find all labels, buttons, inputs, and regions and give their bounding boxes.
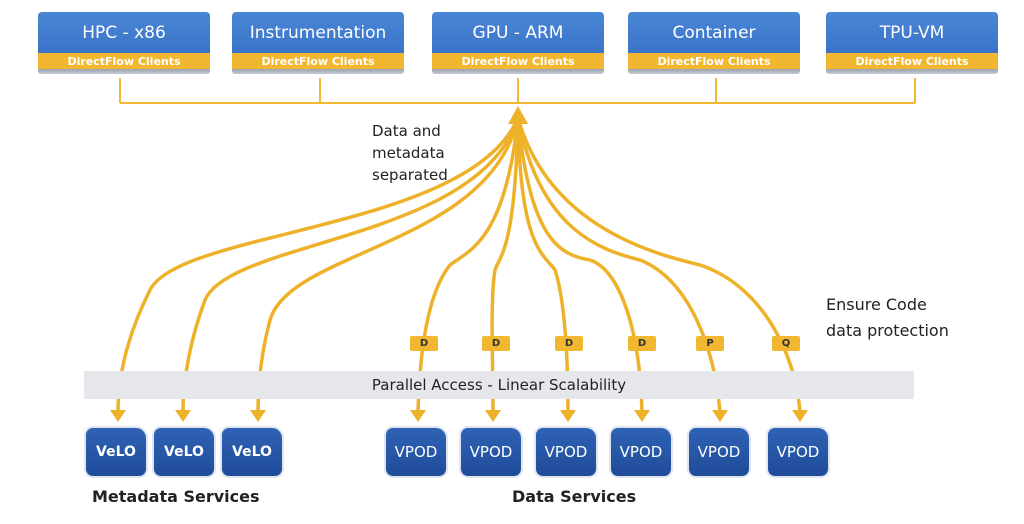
flow-line-vpod-5 [516, 116, 722, 414]
tag-p: P [696, 336, 724, 351]
arrowhead-icon [634, 410, 650, 422]
annotation-line: Data and [372, 122, 441, 140]
client-base [432, 69, 604, 74]
client-base [628, 69, 800, 74]
client-subtitle: DirectFlow Clients [628, 53, 800, 69]
arrowhead-icon [175, 410, 191, 422]
flow-line-vpod-6 [516, 116, 802, 414]
arrowhead-icon [250, 410, 266, 422]
client-instrumentation: Instrumentation DirectFlow Clients [232, 12, 404, 76]
client-title: HPC - x86 [38, 12, 210, 53]
client-tpu-vm: TPU-VM DirectFlow Clients [826, 12, 998, 76]
annotation-line: separated [372, 166, 448, 184]
client-title: Instrumentation [232, 12, 404, 53]
client-title: GPU - ARM [432, 12, 604, 53]
tag-d: D [628, 336, 656, 351]
client-title: Container [628, 12, 800, 53]
tag-d: D [410, 336, 438, 351]
arrowhead-icon [485, 410, 501, 422]
data-services-label: Data Services [512, 487, 637, 506]
client-subtitle: DirectFlow Clients [232, 53, 404, 69]
client-hpc-x86: HPC - x86 DirectFlow Clients [38, 12, 210, 76]
velo-node: VeLO [222, 428, 282, 476]
velo-node: VeLO [86, 428, 146, 476]
client-gpu-arm: GPU - ARM DirectFlow Clients [432, 12, 604, 76]
flow-line-vpod-3 [516, 116, 570, 414]
flow-line-velo-2 [181, 116, 520, 414]
flow-line-velo-1 [116, 116, 520, 414]
vpod-node: VPOD [689, 428, 749, 476]
flow-line-vpod-2 [490, 116, 520, 414]
client-base [232, 69, 404, 74]
vpod-node: VPOD [386, 428, 446, 476]
annotation-line: Ensure Code [826, 295, 927, 314]
arrowhead-icon [110, 410, 126, 422]
vpod-node: VPOD [611, 428, 671, 476]
arrowhead-icon [712, 410, 728, 422]
arrowhead-icon [410, 410, 426, 422]
arrowhead-icon [792, 410, 808, 422]
vpod-node: VPOD [461, 428, 521, 476]
client-subtitle: DirectFlow Clients [38, 53, 210, 69]
flow-line-velo-3 [256, 116, 520, 414]
vpod-node: VPOD [768, 428, 828, 476]
client-subtitle: DirectFlow Clients [432, 53, 604, 69]
arrowhead-icon [560, 410, 576, 422]
parallel-access-bar: Parallel Access - Linear Scalability [84, 371, 914, 399]
client-base [826, 69, 998, 74]
velo-node: VeLO [154, 428, 214, 476]
vpod-node: VPOD [536, 428, 596, 476]
client-title: TPU-VM [826, 12, 998, 53]
tag-d: D [482, 336, 510, 351]
protection-annotation: Ensure Code data protection [826, 292, 949, 344]
tag-d: D [555, 336, 583, 351]
annotation-line: data protection [826, 321, 949, 340]
client-container: Container DirectFlow Clients [628, 12, 800, 76]
client-subtitle: DirectFlow Clients [826, 53, 998, 69]
tag-q: Q [772, 336, 800, 351]
metadata-services-label: Metadata Services [92, 487, 260, 506]
annotation-line: metadata [372, 144, 445, 162]
separation-annotation: Data and metadata separated [372, 120, 448, 186]
top-arrowhead-icon [508, 106, 528, 124]
client-base [38, 69, 210, 74]
